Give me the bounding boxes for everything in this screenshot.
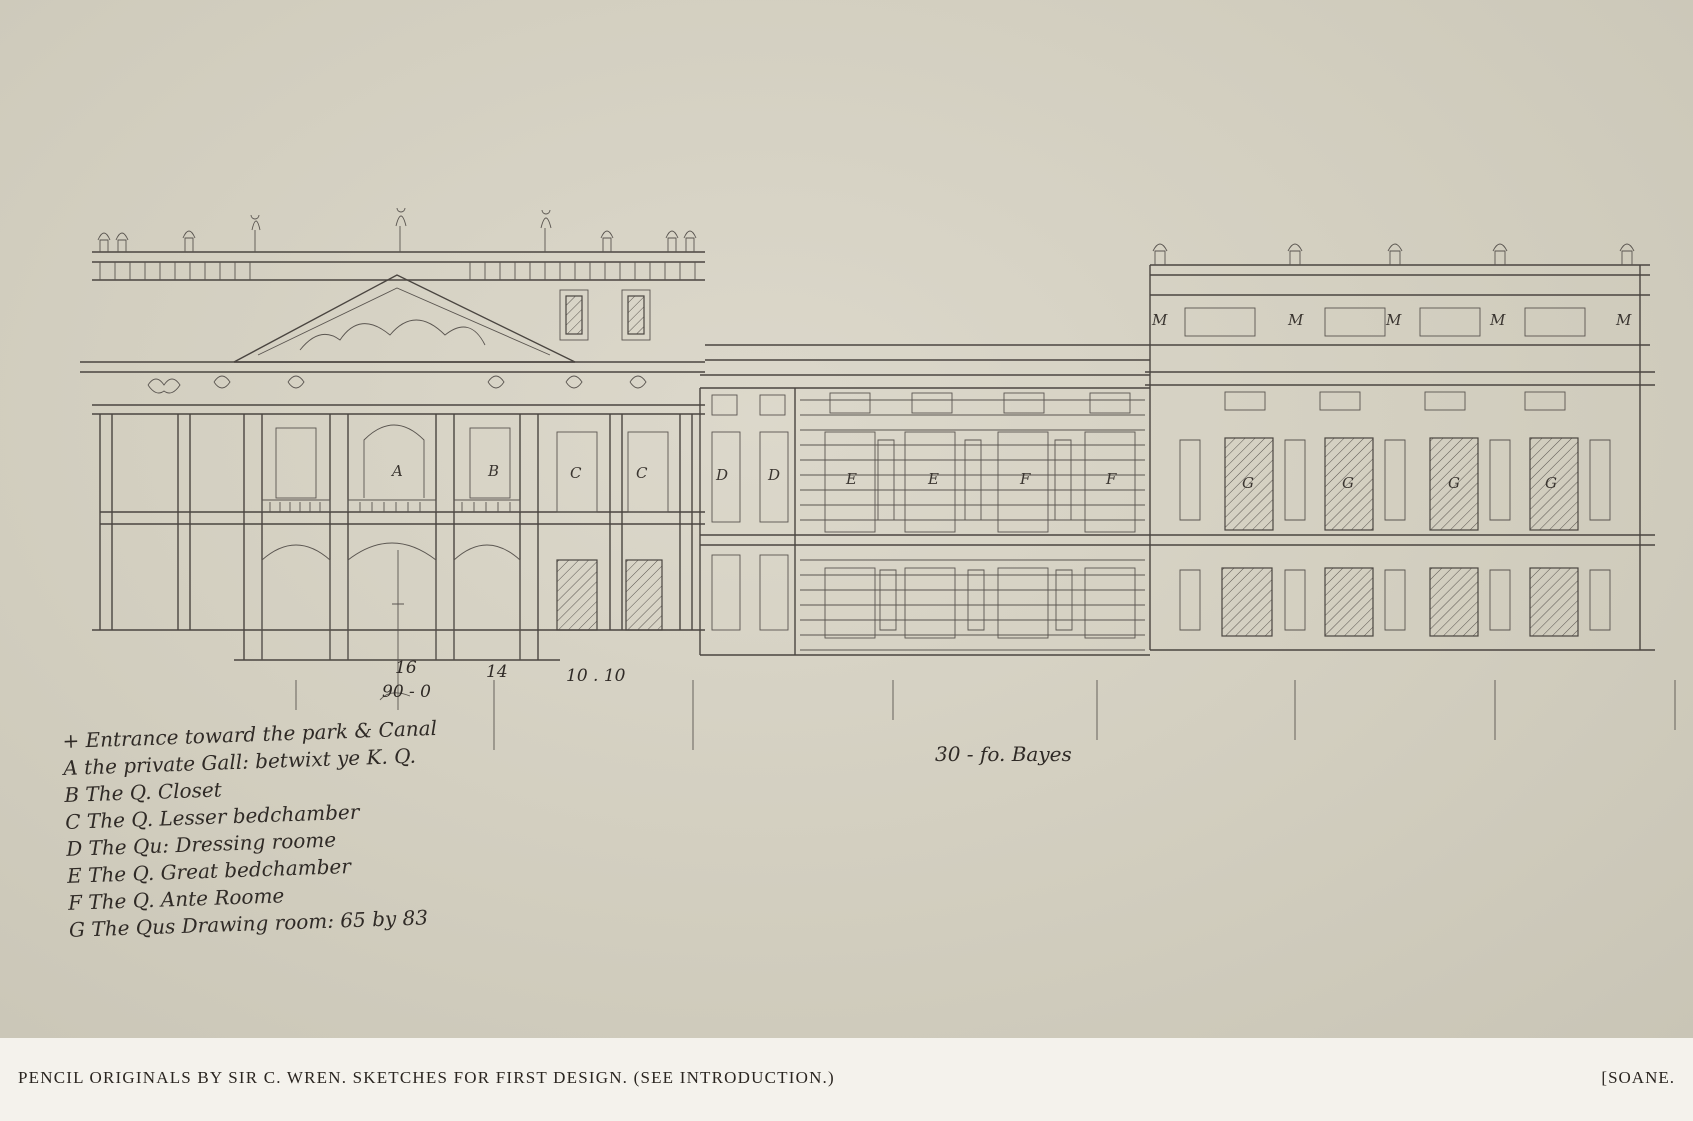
bay-letter-g2: G <box>1342 474 1354 492</box>
bay-letter-c1: C <box>570 464 582 482</box>
attic-mark-2: M <box>1287 311 1304 329</box>
bay-letter-d2: D <box>767 466 780 484</box>
elevation-drawing: A B C C <box>80 207 1676 750</box>
scale-marks <box>295 680 1676 750</box>
measure-90: 90 - 0 <box>382 682 431 702</box>
bay-letter-c2: C <box>636 464 648 482</box>
plate-credit: [SOANE. <box>1601 1068 1675 1087</box>
middle-wing: D D E E F F <box>699 344 1150 656</box>
measure-bays: 30 - fo. Bayes <box>935 742 1072 766</box>
measure-10: 10 . 10 <box>566 666 626 686</box>
bay-letter-d1: D <box>715 466 728 484</box>
bay-letter-g3: G <box>1448 474 1460 492</box>
measure-16: 16 <box>395 658 417 678</box>
bay-letter-e2: E <box>927 470 939 488</box>
bay-letter-a: A <box>390 462 403 480</box>
plate-caption: PENCIL ORIGINALS BY SIR C. WREN. SKETCHE… <box>18 1068 835 1087</box>
bay-letter-e1: E <box>845 470 857 488</box>
attic-mark-4: M <box>1489 311 1506 329</box>
bay-letter-f2: F <box>1105 470 1117 488</box>
drawing-plate: A B C C <box>0 0 1693 1038</box>
bay-letter-f1: F <box>1019 470 1031 488</box>
legend: + Entrance toward the park & Canal A the… <box>62 715 444 944</box>
attic-mark-5: M <box>1615 311 1632 329</box>
attic-mark-3: M <box>1385 311 1402 329</box>
bay-letter-g1: G <box>1242 474 1254 492</box>
left-pavilion: A B C C <box>80 207 705 710</box>
attic-mark-1: M <box>1151 311 1168 329</box>
bay-letter-b: B <box>487 462 499 480</box>
measure-14: 14 <box>486 662 508 682</box>
bay-letter-g4: G <box>1545 474 1557 492</box>
right-pavilion: M M M M M <box>1145 243 1655 651</box>
